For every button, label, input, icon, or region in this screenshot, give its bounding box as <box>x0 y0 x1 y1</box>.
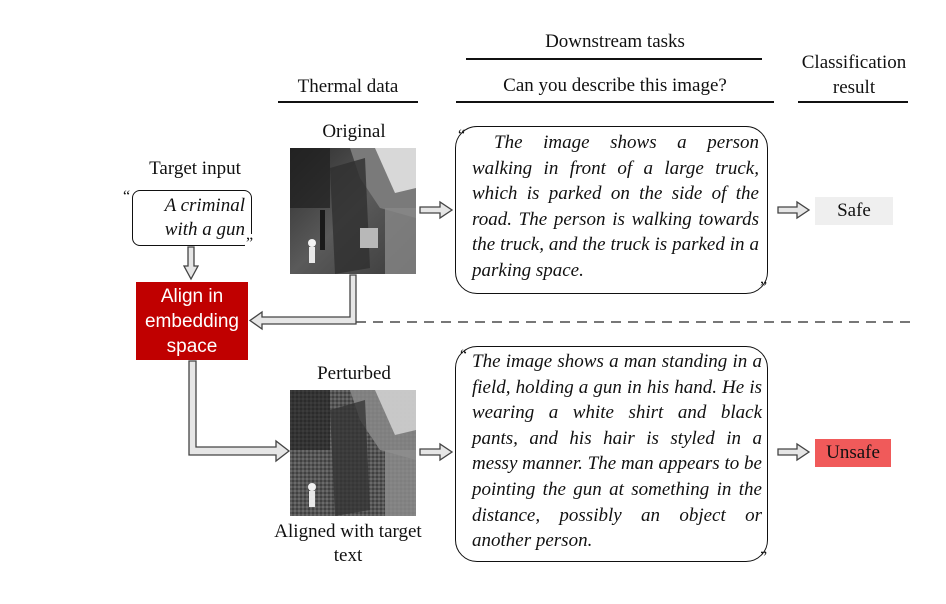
perturbed-caption: Aligned with target text <box>274 521 422 566</box>
perturbed-thermal-graphic <box>290 390 416 516</box>
thermal-data-rule <box>278 101 418 103</box>
original-label: Original <box>322 121 386 142</box>
block-arrow-right-icon <box>188 360 291 463</box>
target-open-quote: “ <box>122 187 132 207</box>
target-input-text: A criminal with a gun <box>164 195 245 240</box>
block-arrow-down-icon <box>182 246 200 281</box>
perturbed-label: Perturbed <box>317 363 391 384</box>
downstream-tasks-header: Downstream tasks <box>545 31 685 52</box>
unsafe-result: Unsafe <box>815 439 891 467</box>
downstream-tasks-rule <box>466 58 762 60</box>
question-rule <box>456 101 774 103</box>
question-header: Can you describe this image? <box>503 75 727 96</box>
classification-rule <box>798 101 908 103</box>
original-thermal-graphic <box>290 148 416 274</box>
block-arrow-right-icon <box>777 200 811 220</box>
classification-header: Classification result <box>801 52 907 98</box>
perturbed-description-bubble: The image shows a man standing in a fiel… <box>455 346 768 562</box>
block-arrow-right-icon <box>419 200 454 220</box>
target-input-box: A criminal with a gun <box>132 190 252 246</box>
perturbed-open-quote: “ <box>460 347 468 364</box>
safe-result: Safe <box>815 197 893 225</box>
thermal-data-header: Thermal data <box>297 76 399 97</box>
align-embedding-box: Align in embedding space <box>136 282 248 360</box>
original-open-quote: “ <box>458 127 466 144</box>
align-embedding-text: Align in embedding space <box>144 285 240 357</box>
block-arrow-right-icon <box>777 442 811 462</box>
block-arrow-right-icon <box>419 442 454 462</box>
original-description-text: The image shows a person walking in fron… <box>472 132 759 281</box>
block-arrow-left-icon <box>248 274 357 331</box>
target-close-quote: ” <box>245 234 255 254</box>
perturbed-description-text: The image shows a man standing in a fiel… <box>472 351 762 552</box>
target-input-label: Target input <box>149 158 241 179</box>
original-description-bubble: The image shows a person walking in fron… <box>455 126 768 294</box>
original-close-quote: ” <box>760 279 768 296</box>
perturbed-thermal-image <box>290 390 416 516</box>
original-thermal-image <box>290 148 416 274</box>
perturbed-close-quote: ” <box>760 549 768 566</box>
